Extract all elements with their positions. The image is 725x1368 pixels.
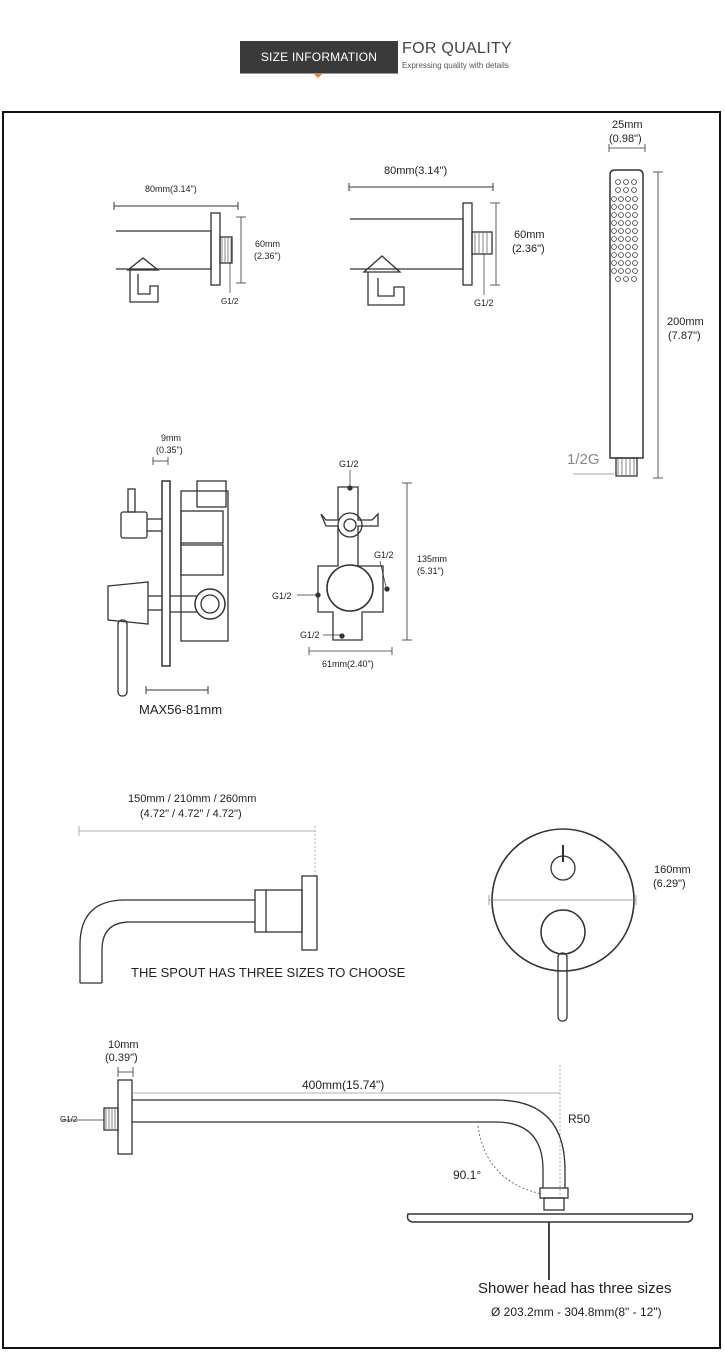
valve-left-port: G1/2 <box>272 591 292 601</box>
valve-depth: MAX56-81mm <box>139 702 223 717</box>
shower-arm-drawing <box>62 1065 694 1280</box>
valve-right-port: G1/2 <box>374 550 394 560</box>
size-information-badge: SIZE INFORMATION <box>240 41 398 73</box>
wall-outlet-large-drawing <box>348 183 500 306</box>
valve-height: 135mm <box>417 554 448 564</box>
wall-outlet-large-height-in: (2.36") <box>512 243 545 255</box>
shower-arm-length: 400mm(15.74") <box>302 1078 385 1092</box>
hand-shower-width: 25mm <box>612 119 643 131</box>
header-title: FOR QUALITY <box>402 40 512 57</box>
spout-length-in: (4.72" / 4.72" / 4.72") <box>140 808 242 820</box>
wall-outlet-large-height: 60mm <box>514 229 545 241</box>
hand-shower-length: 200mm <box>667 316 704 328</box>
cover-plate-drawing <box>488 828 637 1022</box>
spout-note: THE SPOUT HAS THREE SIZES TO CHOOSE <box>131 965 406 980</box>
wall-outlet-small-height: 60mm <box>255 239 281 249</box>
wall-outlet-large-width: 80mm(3.14") <box>384 165 448 177</box>
valve-bottom-port: G1/2 <box>300 630 320 640</box>
wall-outlet-large-thread: G1/2 <box>474 298 494 308</box>
wall-outlet-small-drawing <box>113 202 246 303</box>
valve-top-port: G1/2 <box>339 459 359 469</box>
valve-side-drawing <box>107 457 229 697</box>
hand-shower-width-in: (0.98") <box>609 133 642 145</box>
shower-arm-angle: 90.1° <box>453 1168 482 1182</box>
wall-outlet-small-width: 80mm(3.14") <box>145 184 197 194</box>
wall-outlet-small-thread: G1/2 <box>221 297 239 306</box>
shower-arm-flange-in: (0.39") <box>105 1052 138 1064</box>
shower-arm-radius: R50 <box>568 1112 591 1126</box>
wall-outlet-small-height-in: (2.36") <box>254 251 281 261</box>
valve-body-drawing <box>297 470 412 655</box>
valve-width: 61mm(2.40") <box>322 659 374 669</box>
spout-length: 150mm / 210mm / 260mm <box>128 793 257 805</box>
diagram-frame <box>2 111 721 1349</box>
shower-head-sizes: Ø 203.2mm - 304.8mm(8" - 12") <box>491 1305 662 1319</box>
spout-drawing <box>78 826 318 984</box>
cover-plate-diameter-in: (6.29") <box>653 878 686 890</box>
hand-shower-thread: 1/2G <box>567 451 600 468</box>
hand-shower-drawing <box>573 144 663 479</box>
badge-arrow-icon <box>313 73 323 78</box>
shower-arm-flange: 10mm <box>108 1039 139 1051</box>
shower-arm-thread: G1/2 <box>60 1115 78 1124</box>
cover-plate-diameter: 160mm <box>654 864 691 876</box>
valve-plate-thickness: 9mm <box>161 433 181 443</box>
header-subtitle: Expressing quality with details <box>402 61 509 70</box>
shower-head-note: Shower head has three sizes <box>478 1280 672 1297</box>
hand-shower-length-in: (7.87") <box>668 330 701 342</box>
valve-height-in: (5.31") <box>417 566 444 576</box>
valve-plate-thickness-in: (0.35") <box>156 445 183 455</box>
